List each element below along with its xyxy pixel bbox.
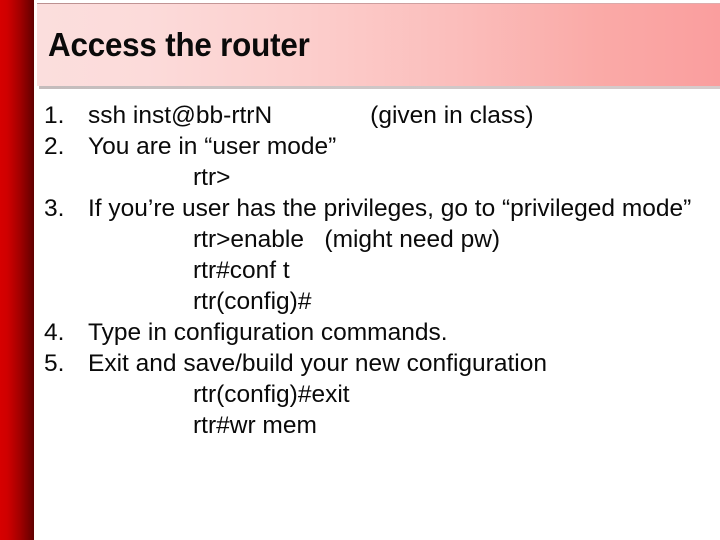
command-line: rtr#wr mem bbox=[193, 412, 317, 439]
list-item: 5. Exit and save/build your new configura… bbox=[37, 348, 720, 379]
command-line: rtr>enable (might need pw) bbox=[193, 226, 501, 253]
list-item-note-text: (given in class) bbox=[370, 102, 534, 129]
list-item-text: If you’re user has the privileges, go to… bbox=[88, 193, 720, 224]
title-band bbox=[37, 4, 720, 86]
left-accent-bar-edge bbox=[34, 0, 37, 540]
page-title: Access the router bbox=[48, 26, 310, 63]
left-accent-bar bbox=[0, 0, 34, 540]
list-item: 1. ssh inst@bb-rtrN (given in class) bbox=[37, 100, 720, 131]
list-item-text: Type in configuration commands. bbox=[88, 317, 720, 348]
list-item: 4. Type in configuration commands. bbox=[37, 317, 720, 348]
command-line: rtr(config)# bbox=[193, 288, 312, 315]
list-item-main-text: You are in “user mode” bbox=[88, 133, 337, 160]
list-item-main-text: ssh inst@bb-rtrN bbox=[88, 102, 273, 129]
list-item-text: You are in “user mode” bbox=[88, 131, 720, 162]
list-item-main-text: Exit and save/build your new configurati… bbox=[88, 350, 547, 377]
command-line: rtr(config)#exit bbox=[193, 381, 350, 408]
list-item-main-text: Type in configuration commands. bbox=[88, 319, 448, 346]
list-item-number: 4. bbox=[44, 319, 65, 346]
list-item-number: 5. bbox=[44, 350, 65, 377]
list-item: 3. If you’re user has the privileges, go … bbox=[37, 193, 720, 224]
list-item-number: 3. bbox=[44, 195, 65, 222]
command-line: rtr#conf t bbox=[193, 257, 290, 284]
list-item-main-text: If you’re user has the privileges, go to… bbox=[88, 195, 692, 222]
title-band-shadow bbox=[39, 86, 720, 89]
list-item-text: Exit and save/build your new configurati… bbox=[88, 348, 720, 379]
command-line: rtr> bbox=[193, 164, 231, 191]
list-item: 2. You are in “user mode” bbox=[37, 131, 720, 162]
list-item-text: ssh inst@bb-rtrN (given in class) bbox=[88, 100, 720, 131]
numbered-step-list: 1. ssh inst@bb-rtrN (given in class) 2. You … bbox=[37, 100, 720, 441]
list-item-number: 1. bbox=[44, 102, 65, 129]
list-item-number: 2. bbox=[44, 133, 65, 160]
